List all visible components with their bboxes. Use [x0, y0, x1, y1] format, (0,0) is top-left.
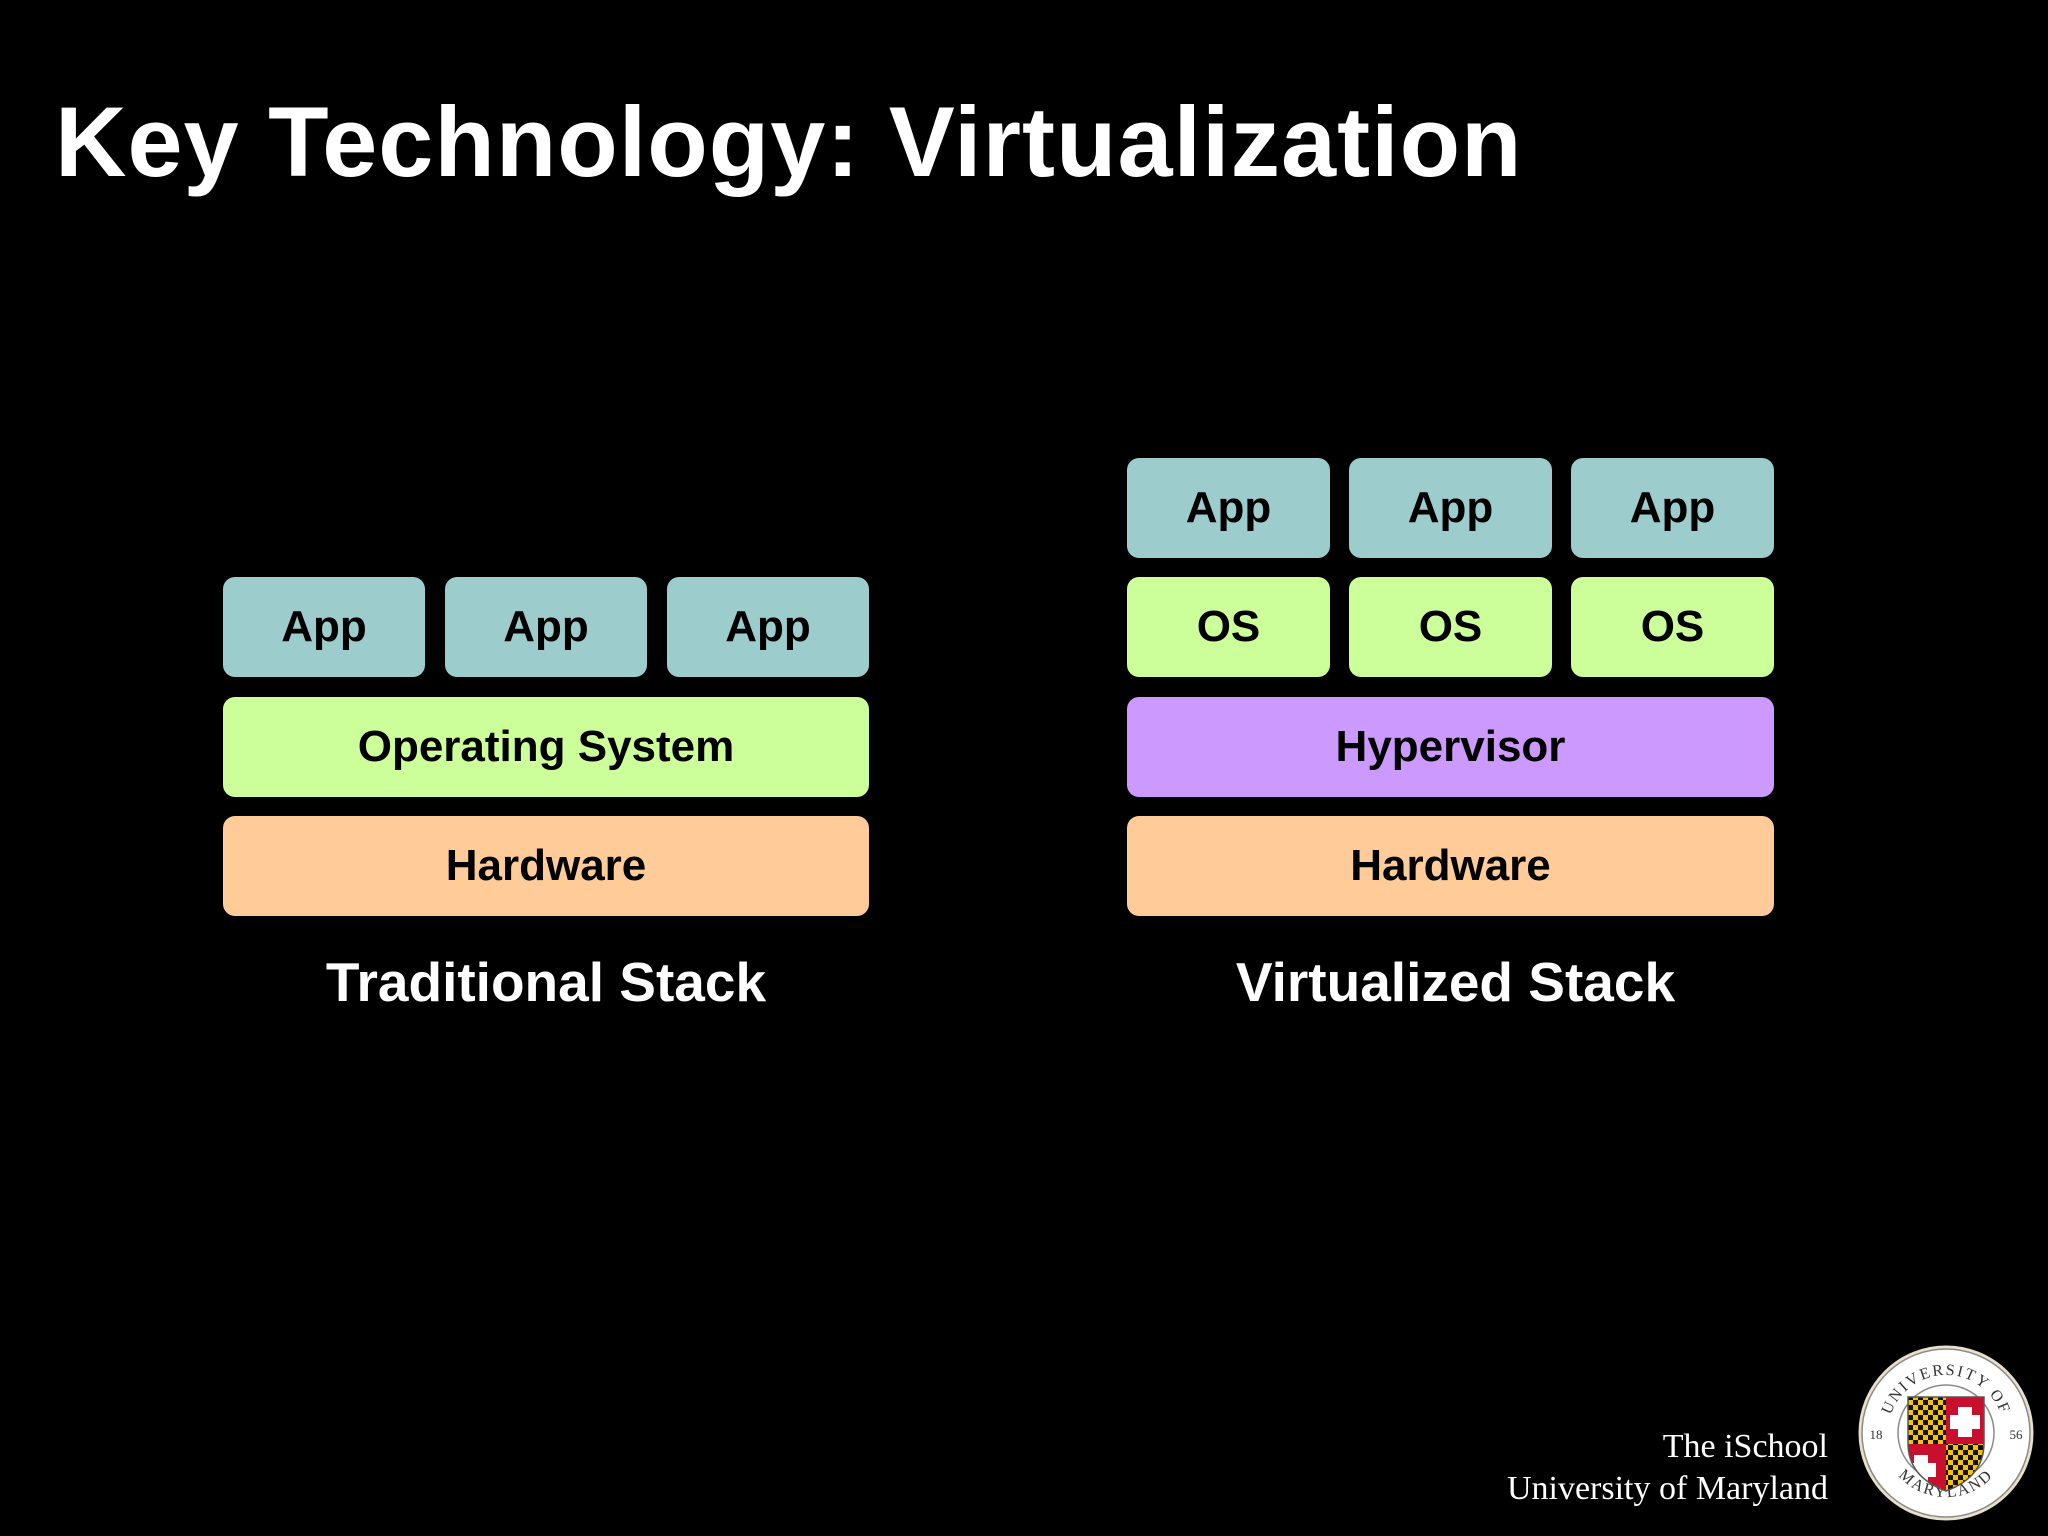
virtualized-os-2: OS — [1349, 577, 1552, 677]
virtualized-hypervisor: Hypervisor — [1127, 697, 1774, 797]
traditional-app-2: App — [445, 577, 647, 677]
traditional-app-3: App — [667, 577, 869, 677]
virtualized-os-1: OS — [1127, 577, 1330, 677]
traditional-hardware: Hardware — [223, 816, 869, 916]
seal-shield-icon — [1908, 1397, 1984, 1491]
virtualized-hardware: Hardware — [1127, 816, 1774, 916]
university-seal-logo: UNIVERSITY OF MARYLAND 18 56 — [1858, 1345, 2034, 1521]
footer-university: University of Maryland — [1506, 1470, 1828, 1507]
virtualized-os-3: OS — [1571, 577, 1774, 677]
virtualized-stack-caption: Virtualized Stack — [1235, 951, 1676, 1013]
footer-school: The iSchool — [1662, 1428, 1828, 1465]
virtualized-app-2: App — [1349, 458, 1552, 558]
slide-title: Key Technology: Virtualization — [55, 86, 1523, 197]
traditional-stack-caption: Traditional Stack — [325, 951, 767, 1013]
seal-year-right: 56 — [2010, 1427, 2024, 1442]
seal-year-left: 18 — [1870, 1427, 1883, 1442]
traditional-app-1: App — [223, 577, 425, 677]
traditional-operating-system: Operating System — [223, 697, 869, 797]
virtualized-app-3: App — [1571, 458, 1774, 558]
virtualized-app-1: App — [1127, 458, 1330, 558]
